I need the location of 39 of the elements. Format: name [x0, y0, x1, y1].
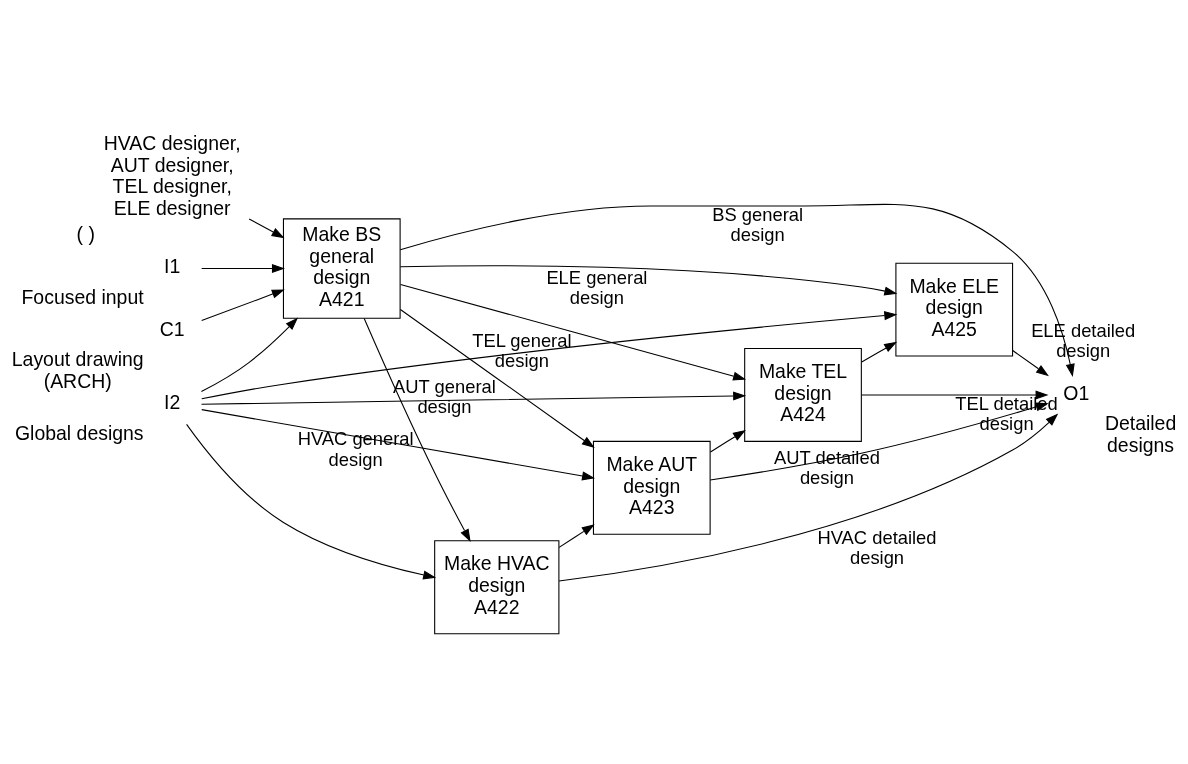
node-box: Make AUT design A423 — [592, 440, 711, 535]
arrow — [200, 317, 299, 392]
arrow — [201, 409, 596, 481]
node-label: Detailed designs — [1104, 411, 1177, 456]
node-text: C1 — [159, 317, 185, 340]
arrow — [861, 341, 898, 363]
arrow — [201, 311, 898, 400]
node-label: Layout drawing (ARCH) — [11, 348, 144, 392]
node-text: O1 — [1063, 381, 1090, 404]
edge-label: ELE general design — [546, 266, 648, 309]
node-text: I2 — [164, 391, 181, 414]
arrow — [201, 264, 285, 274]
edge-label: HVAC detailed design — [817, 526, 937, 569]
node-text: HVAC designer, AUT designer, TEL designer, ELE designer — [103, 132, 241, 220]
arrow — [558, 413, 1059, 582]
node-box: Make TEL design A424 — [744, 347, 862, 442]
arrow — [186, 423, 437, 580]
edge-label: AUT general design — [393, 375, 496, 418]
arrow — [709, 429, 746, 453]
arrow — [1012, 350, 1049, 377]
arrow — [248, 218, 285, 239]
arrow — [399, 309, 595, 448]
arrow — [399, 265, 898, 296]
edge-label: TEL general design — [472, 329, 572, 372]
edge-label: BS general design — [712, 203, 804, 246]
arrow — [558, 524, 595, 548]
node-text: I1 — [164, 255, 181, 278]
arrow — [201, 289, 285, 322]
arrow — [861, 390, 1049, 400]
arrow — [399, 203, 1075, 377]
node-label: ( ) — [76, 222, 95, 245]
arrow — [363, 317, 471, 542]
node-label: Focused input — [21, 285, 144, 308]
arrow — [400, 283, 747, 381]
node-box: Make HVAC design A422 — [434, 540, 560, 635]
node-box: Make BS general design A421 — [282, 218, 401, 319]
node-box: Make ELE design A425 — [895, 262, 1014, 357]
arrow — [200, 391, 747, 405]
node-label: Global designs — [15, 421, 144, 444]
